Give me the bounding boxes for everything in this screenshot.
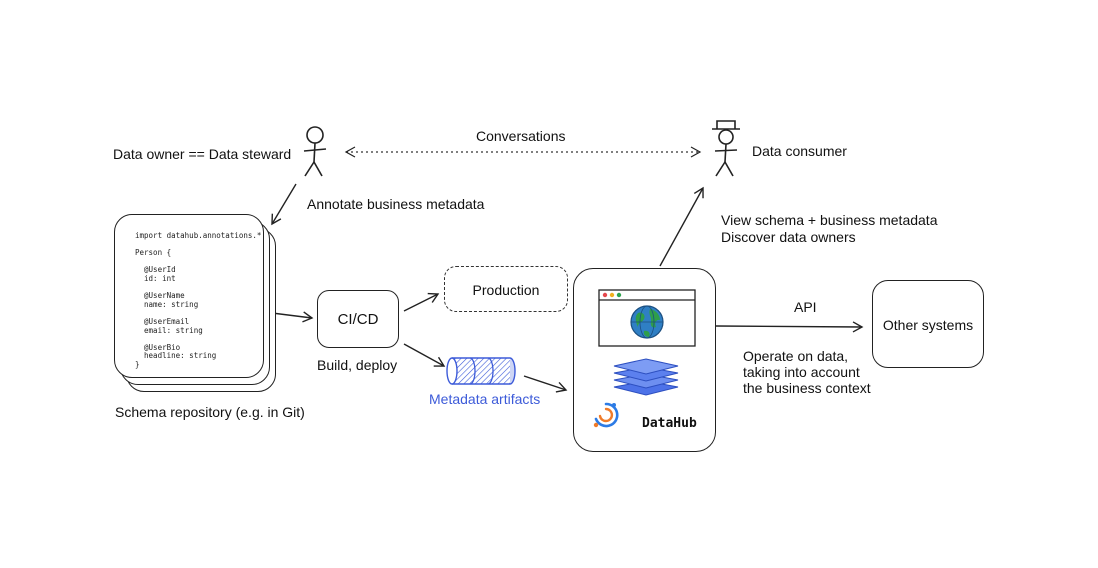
cicd-box[interactable]: CI/CD <box>317 290 399 348</box>
operate-label-line1: Operate on data, <box>743 348 849 364</box>
conversations-label: Conversations <box>476 128 566 144</box>
datahub-to-consumer-arrow <box>659 186 704 267</box>
schema-code-line: name: string <box>135 299 199 309</box>
schema-repo-label: Schema repository (e.g. in Git) <box>115 404 305 420</box>
schema-code-line: } <box>135 360 140 369</box>
cicd-to-production-arrow <box>403 292 440 312</box>
globe-icon <box>630 305 664 339</box>
metadata-artifacts-icon[interactable] <box>446 356 520 388</box>
schema-code-line: Person { <box>135 248 172 258</box>
schema-code-line: headline: string <box>135 351 217 361</box>
schema-code-block: import datahub.annotations.* Person { @Us… <box>135 231 262 371</box>
data-owner-figure <box>303 126 327 177</box>
annotate-arrow <box>271 183 297 226</box>
api-arrow <box>715 321 864 333</box>
schema-sheet-front[interactable]: import datahub.annotations.* Person { @Us… <box>114 214 264 378</box>
annotate-label: Annotate business metadata <box>307 196 485 212</box>
schema-code-line: id: int <box>135 274 176 283</box>
api-label: API <box>794 299 817 315</box>
data-consumer-label: Data consumer <box>752 143 847 159</box>
artifacts-to-datahub-arrow <box>523 375 568 393</box>
data-consumer-figure <box>712 120 740 177</box>
datahub-box[interactable]: DataHub <box>573 268 716 452</box>
operate-label-line2: taking into account <box>743 364 860 380</box>
datahub-label: DataHub <box>642 416 697 431</box>
production-label: Production <box>472 282 540 298</box>
schema-code-line: @UserId <box>135 265 176 275</box>
cicd-to-artifacts-arrow <box>403 343 446 367</box>
other-systems-box[interactable]: Other systems <box>872 280 984 368</box>
schema-code-line: @UserBio <box>135 342 181 352</box>
stacked-layers-icon <box>613 358 679 396</box>
cicd-label: CI/CD <box>337 311 379 328</box>
browser-window-icon <box>598 289 696 347</box>
data-owner-label: Data owner == Data steward <box>113 146 292 162</box>
schema-code-line: import datahub.annotations.* <box>135 231 262 240</box>
schema-code-line: email: string <box>135 325 203 335</box>
discover-owners-label: Discover data owners <box>721 229 856 245</box>
schema-code-line: @UserEmail <box>135 317 190 326</box>
view-schema-label: View schema + business metadata <box>721 212 938 228</box>
schema-code-line: @UserName <box>135 291 185 301</box>
build-deploy-label: Build, deploy <box>317 357 398 373</box>
operate-label-line3: the business context <box>743 380 871 396</box>
metadata-artifacts-label: Metadata artifacts <box>429 391 541 407</box>
other-systems-label: Other systems <box>882 317 974 333</box>
production-box[interactable]: Production <box>444 266 568 312</box>
datahub-logo-icon <box>593 402 619 428</box>
